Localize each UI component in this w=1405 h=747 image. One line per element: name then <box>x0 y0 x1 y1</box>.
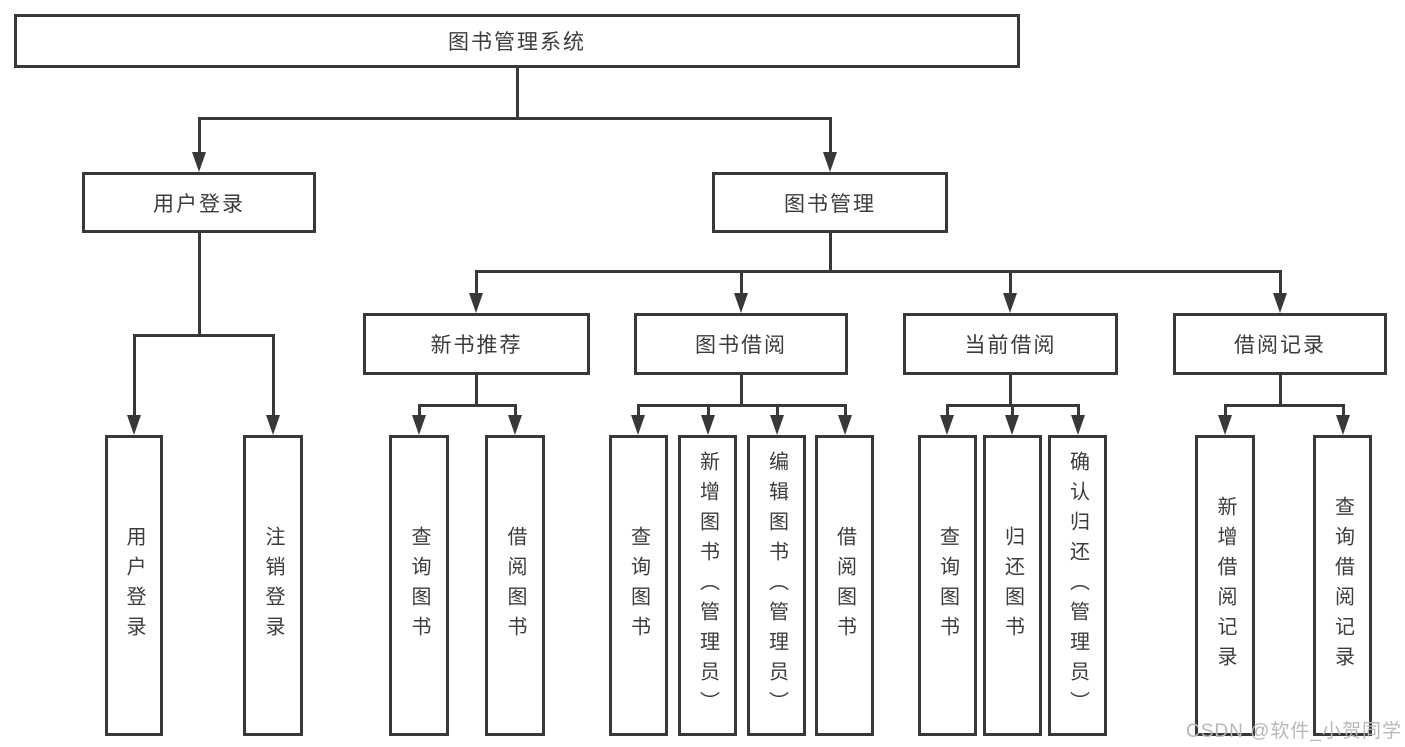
node-leaf-add-borrow-record: 新增借阅记录 <box>1195 435 1255 736</box>
arrowhead-icon <box>412 415 426 435</box>
connector-drop <box>417 405 421 417</box>
connector-drop <box>197 118 201 154</box>
connector-bus <box>197 116 832 120</box>
node-borrowing-records: 借阅记录 <box>1173 313 1387 375</box>
node-leaf-logout: 注销登录 <box>243 435 303 736</box>
arrowhead-icon <box>940 415 954 435</box>
connector-drop <box>945 405 949 417</box>
connector-drop <box>706 405 710 417</box>
arrowhead-icon <box>823 152 837 172</box>
connector-stem <box>197 233 201 337</box>
connector-bus <box>132 333 275 337</box>
arrowhead-icon <box>1273 293 1287 313</box>
node-leaf-query-books-3: 查询图书 <box>918 435 977 736</box>
connector-drop <box>636 405 640 417</box>
connector-drop <box>1010 405 1014 417</box>
node-book-management: 图书管理 <box>712 172 948 233</box>
connector-stem <box>1278 375 1282 407</box>
connector-drop <box>1008 271 1012 295</box>
node-current-borrowing: 当前借阅 <box>903 313 1118 375</box>
connector-drop <box>271 335 275 417</box>
node-leaf-edit-book-admin: 编辑图书（管理员） <box>747 435 806 736</box>
connector-drop <box>1278 271 1282 295</box>
connector-drop <box>775 405 779 417</box>
arrowhead-icon <box>1005 415 1019 435</box>
node-leaf-borrow-books-1: 借阅图书 <box>485 435 545 736</box>
connector-stem <box>515 68 519 120</box>
csdn-watermark: CSDN @软件_小贺同学 <box>1186 721 1402 742</box>
connector-bus <box>1223 403 1345 407</box>
arrowhead-icon <box>701 415 715 435</box>
connector-drop <box>739 271 743 295</box>
node-leaf-add-book-admin: 新增图书（管理员） <box>678 435 737 736</box>
arrowhead-icon <box>734 293 748 313</box>
arrowhead-icon <box>508 415 522 435</box>
node-new-book-recommend: 新书推荐 <box>363 313 590 375</box>
connector-stem <box>474 375 478 407</box>
arrowhead-icon <box>631 415 645 435</box>
connector-drop <box>843 405 847 417</box>
node-user-login: 用户登录 <box>82 172 316 233</box>
node-book-borrowing: 图书借阅 <box>634 313 848 375</box>
node-leaf-query-books-1: 查询图书 <box>389 435 449 736</box>
connector-drop <box>132 335 136 417</box>
arrowhead-icon <box>266 415 280 435</box>
arrowhead-icon <box>1003 293 1017 313</box>
arrowhead-icon <box>770 415 784 435</box>
connector-drop <box>1223 405 1227 417</box>
node-leaf-return-book: 归还图书 <box>983 435 1042 736</box>
connector-drop <box>474 271 478 295</box>
connector-stem <box>739 375 743 407</box>
connector-bus <box>417 403 517 407</box>
node-leaf-query-borrow-record: 查询借阅记录 <box>1313 435 1372 736</box>
connector-stem <box>828 233 832 273</box>
connector-bus <box>636 403 847 407</box>
connector-drop <box>1076 405 1080 417</box>
connector-drop <box>1341 405 1345 417</box>
arrowhead-icon <box>1336 415 1350 435</box>
connector-stem <box>1008 375 1012 407</box>
node-leaf-borrow-books-2: 借阅图书 <box>815 435 874 736</box>
arrowhead-icon <box>192 152 206 172</box>
arrowhead-icon <box>1071 415 1085 435</box>
connector-drop <box>513 405 517 417</box>
arrowhead-icon <box>127 415 141 435</box>
node-leaf-query-books-2: 查询图书 <box>609 435 668 736</box>
arrowhead-icon <box>838 415 852 435</box>
node-leaf-user-login: 用户登录 <box>105 435 163 736</box>
arrowhead-icon <box>469 293 483 313</box>
node-leaf-confirm-return: 确认归还（管理员） <box>1048 435 1107 736</box>
arrowhead-icon <box>1218 415 1232 435</box>
connector-drop <box>828 118 832 154</box>
node-root: 图书管理系统 <box>14 14 1020 68</box>
connector-bus <box>474 269 1282 273</box>
